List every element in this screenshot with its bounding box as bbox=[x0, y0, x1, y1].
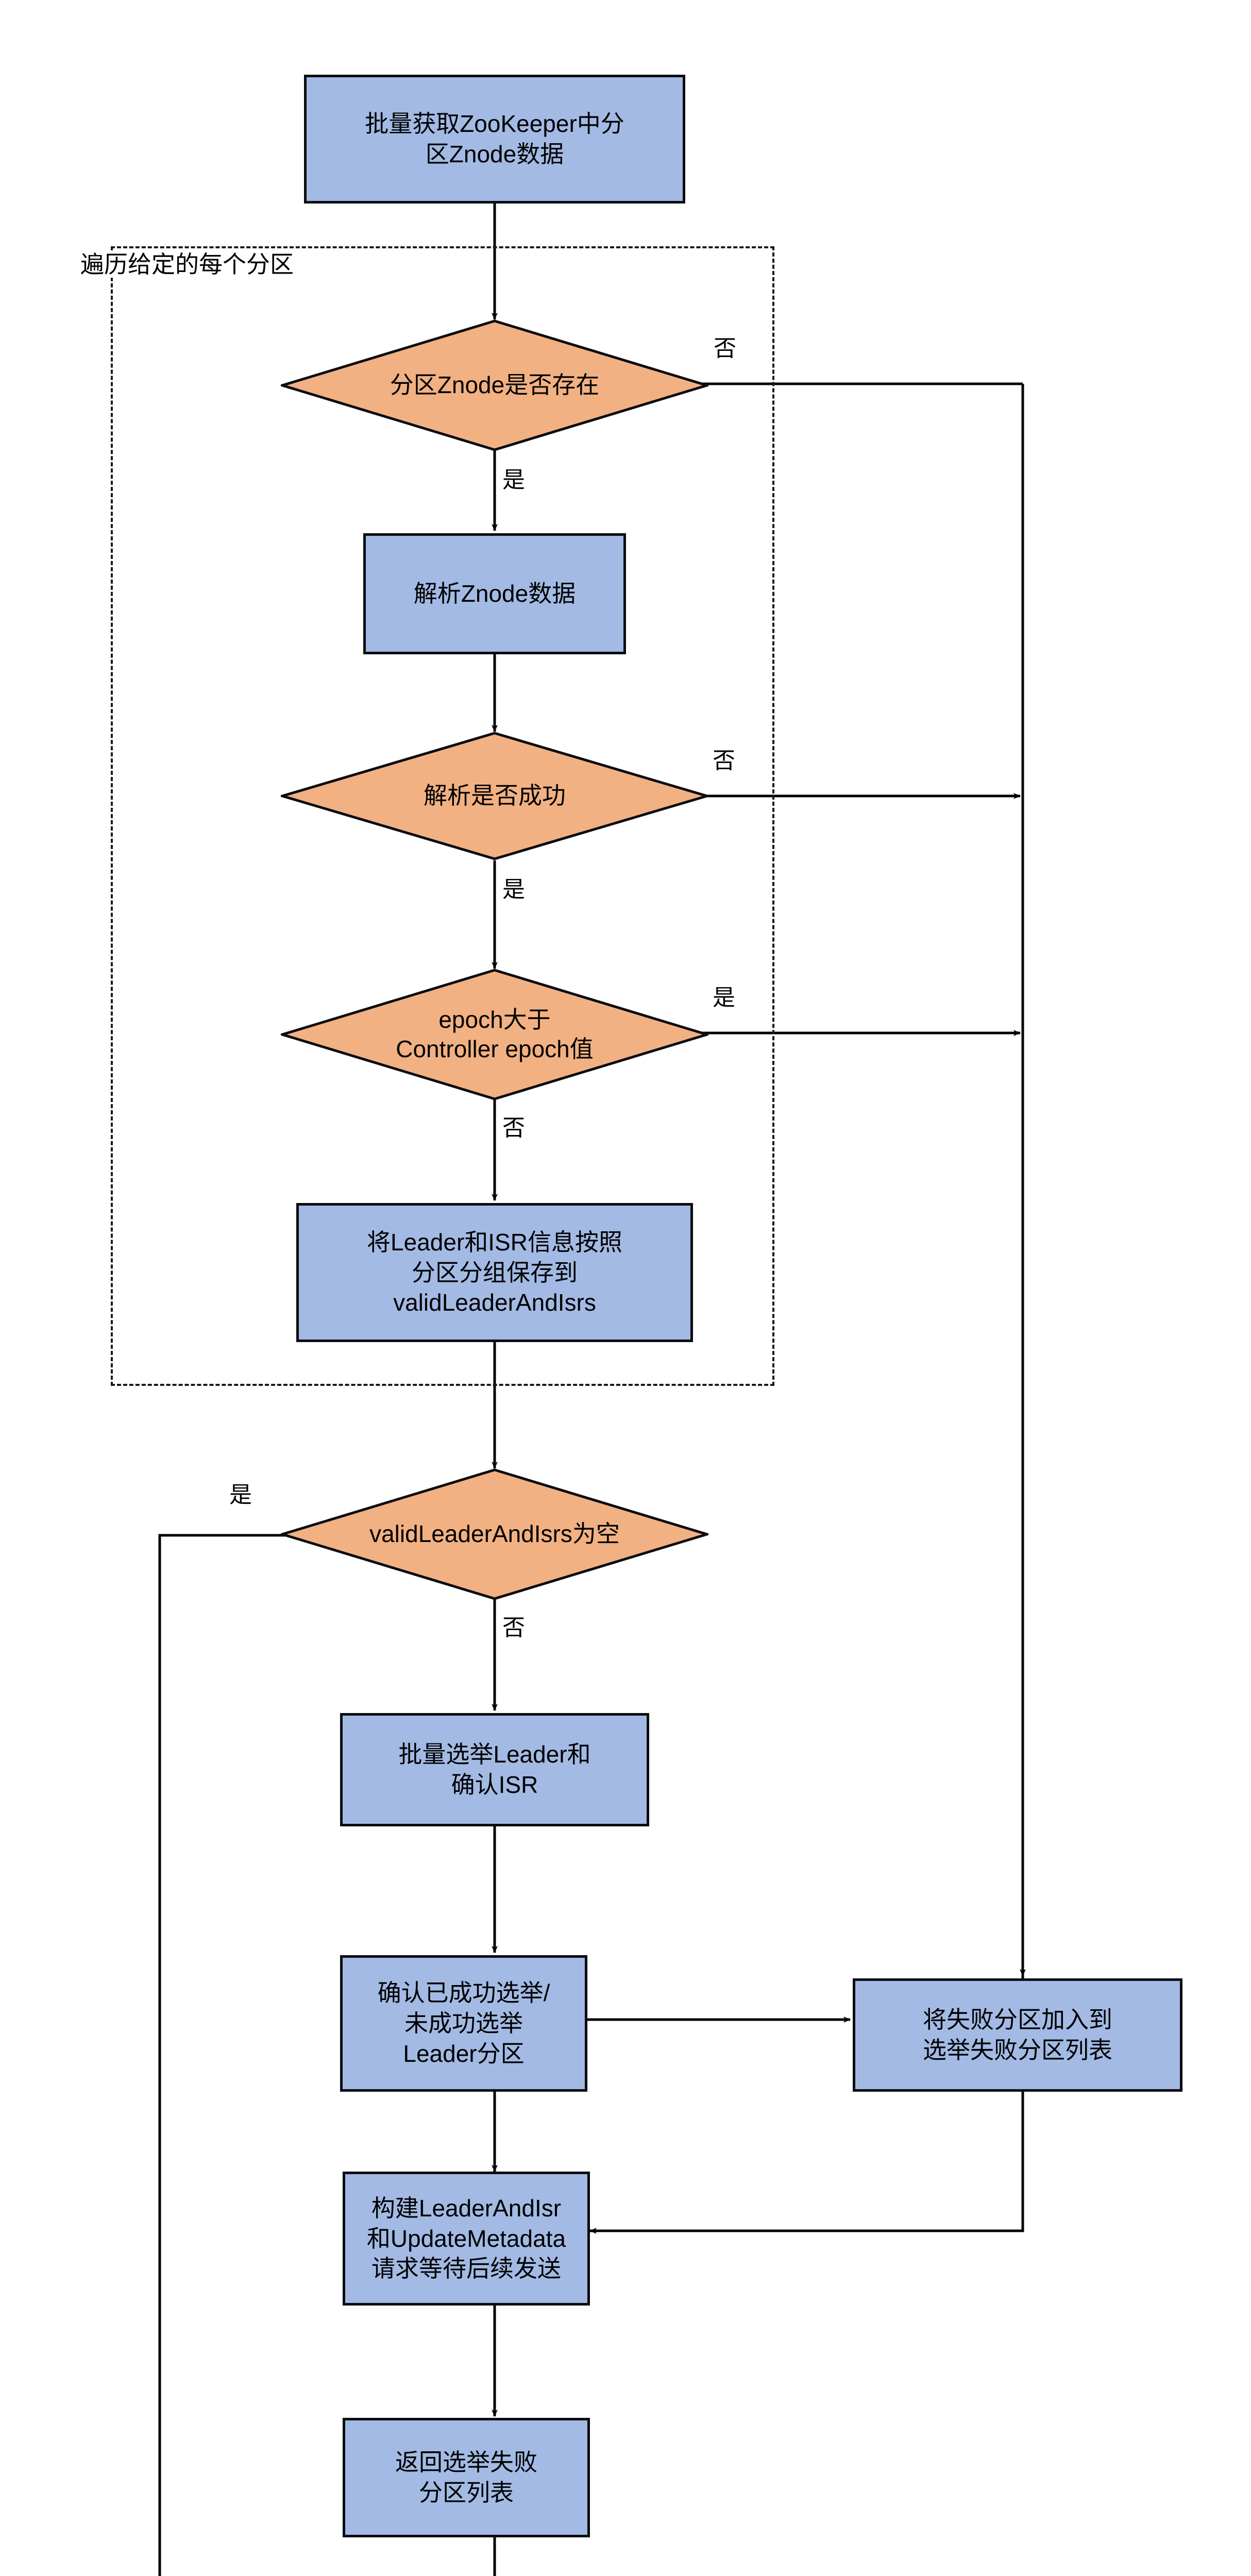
node-return-failed-list[interactable]: 返回选举失败 分区列表 bbox=[343, 2418, 590, 2537]
node-build-requests[interactable]: 构建LeaderAndIsr 和UpdateMetadata 请求等待后续发送 bbox=[343, 2172, 590, 2306]
node-parse-success-label: 解析是否成功 bbox=[424, 782, 566, 809]
node-build-requests-label: 构建LeaderAndIsr 和UpdateMetadata 请求等待后续发送 bbox=[366, 2194, 566, 2282]
node-parse-success[interactable]: 解析是否成功 bbox=[281, 732, 708, 860]
node-save-valid-label: 将Leader和ISR信息按照 分区分组保存到 validLeaderAndIs… bbox=[367, 1228, 622, 1316]
node-start-fetch[interactable]: 批量获取ZooKeeper中分 区Znode数据 bbox=[304, 75, 685, 204]
node-parse-znode-label: 解析Znode数据 bbox=[413, 580, 576, 607]
node-batch-elect[interactable]: 批量选举Leader和 确认ISR bbox=[340, 1713, 649, 1826]
node-valid-empty-label: validLeaderAndIsrs为空 bbox=[369, 1520, 620, 1548]
node-parse-znode[interactable]: 解析Znode数据 bbox=[363, 533, 626, 654]
node-save-valid[interactable]: 将Leader和ISR信息按照 分区分组保存到 validLeaderAndIs… bbox=[296, 1203, 693, 1342]
node-batch-elect-label: 批量选举Leader和 确认ISR bbox=[398, 1741, 591, 1798]
loop-label: 遍历给定的每个分区 bbox=[77, 251, 297, 278]
edge-label-znode-exists-no: 否 bbox=[714, 336, 736, 361]
node-valid-empty[interactable]: validLeaderAndIsrs为空 bbox=[281, 1468, 708, 1600]
loop-container bbox=[111, 246, 774, 1386]
node-return-failed-list-label: 返回选举失败 分区列表 bbox=[395, 2449, 537, 2506]
node-epoch-compare-label: epoch大于 Controller epoch值 bbox=[396, 1006, 594, 1063]
node-start-fetch-label: 批量获取ZooKeeper中分 区Znode数据 bbox=[365, 110, 624, 167]
node-add-failed[interactable]: 将失败分区加入到 选举失败分区列表 bbox=[853, 1978, 1182, 2092]
node-confirm-elect-label: 确认已成功选举/ 未成功选举 Leader分区 bbox=[377, 1979, 550, 2067]
node-znode-exists[interactable]: 分区Znode是否存在 bbox=[281, 319, 708, 451]
edge-label-valid-empty-yes: 是 bbox=[229, 1482, 252, 1507]
edge-label-epoch-yes: 是 bbox=[713, 985, 735, 1010]
edge-label-valid-empty-no: 否 bbox=[502, 1615, 525, 1640]
edge-label-epoch-no: 否 bbox=[502, 1115, 525, 1141]
node-confirm-elect[interactable]: 确认已成功选举/ 未成功选举 Leader分区 bbox=[340, 1955, 587, 2092]
edge-label-parse-success-no: 否 bbox=[713, 748, 735, 773]
edge-label-parse-success-yes: 是 bbox=[502, 877, 525, 902]
node-epoch-compare[interactable]: epoch大于 Controller epoch值 bbox=[281, 969, 708, 1100]
node-add-failed-label: 将失败分区加入到 选举失败分区列表 bbox=[923, 2006, 1112, 2063]
node-znode-exists-label: 分区Znode是否存在 bbox=[390, 371, 600, 399]
edge-label-znode-exists-yes: 是 bbox=[502, 467, 525, 493]
